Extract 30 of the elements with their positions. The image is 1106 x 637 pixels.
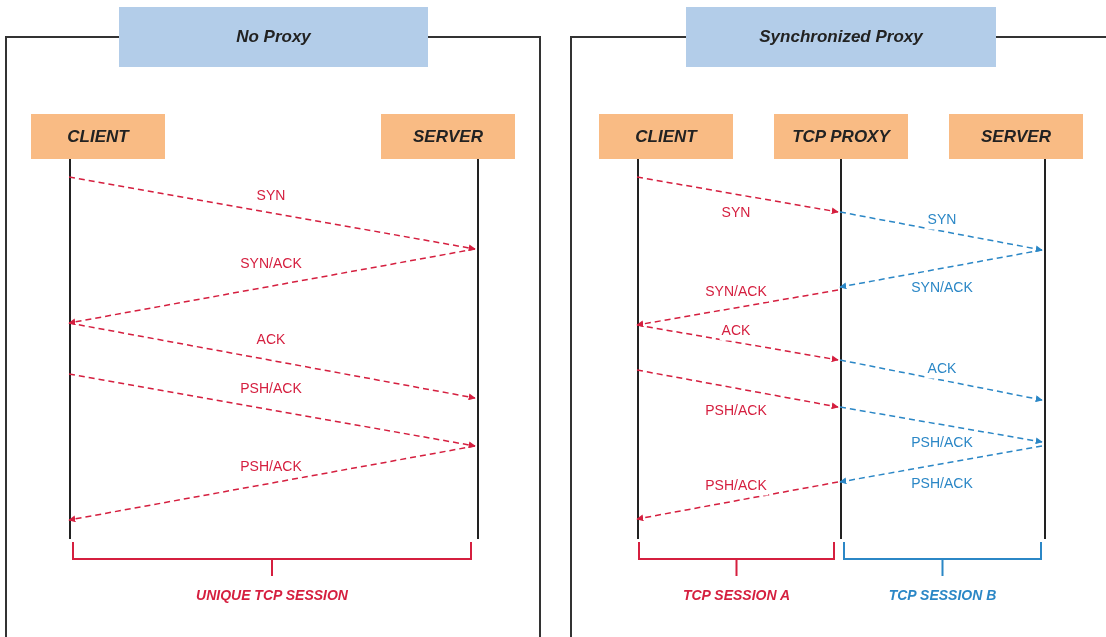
message-arrow xyxy=(636,289,839,328)
message-arrow xyxy=(839,249,1043,290)
lifeline xyxy=(1044,159,1046,539)
lifeline xyxy=(477,159,479,539)
participant-box: SERVER xyxy=(381,114,515,159)
message-arrow xyxy=(68,445,476,523)
message-arrow xyxy=(636,324,839,363)
message-arrow xyxy=(636,176,839,215)
session-label: TCP SESSION B xyxy=(888,586,997,605)
message-arrow xyxy=(839,211,1043,253)
message-arrow xyxy=(68,322,476,401)
session-label: UNIQUE TCP SESSION xyxy=(196,586,348,605)
participant-box: SERVER xyxy=(949,114,1083,159)
message-arrow xyxy=(839,406,1043,445)
lifeline xyxy=(840,159,842,539)
lifeline xyxy=(637,159,639,539)
panel-title: Synchronized Proxy xyxy=(686,7,996,67)
message-arrow xyxy=(636,369,839,410)
message-arrow xyxy=(839,359,1043,403)
participant-box: CLIENT xyxy=(31,114,165,159)
participant-box: CLIENT xyxy=(599,114,733,159)
session-label: TCP SESSION A xyxy=(682,586,791,605)
message-arrow xyxy=(68,176,476,252)
message-arrow xyxy=(68,248,476,326)
message-arrow xyxy=(839,445,1043,485)
message-arrow xyxy=(636,481,839,522)
message-arrow xyxy=(68,373,476,449)
panel-title: No Proxy xyxy=(119,7,428,67)
participant-box: TCP PROXY xyxy=(774,114,908,159)
lifeline xyxy=(69,159,71,539)
